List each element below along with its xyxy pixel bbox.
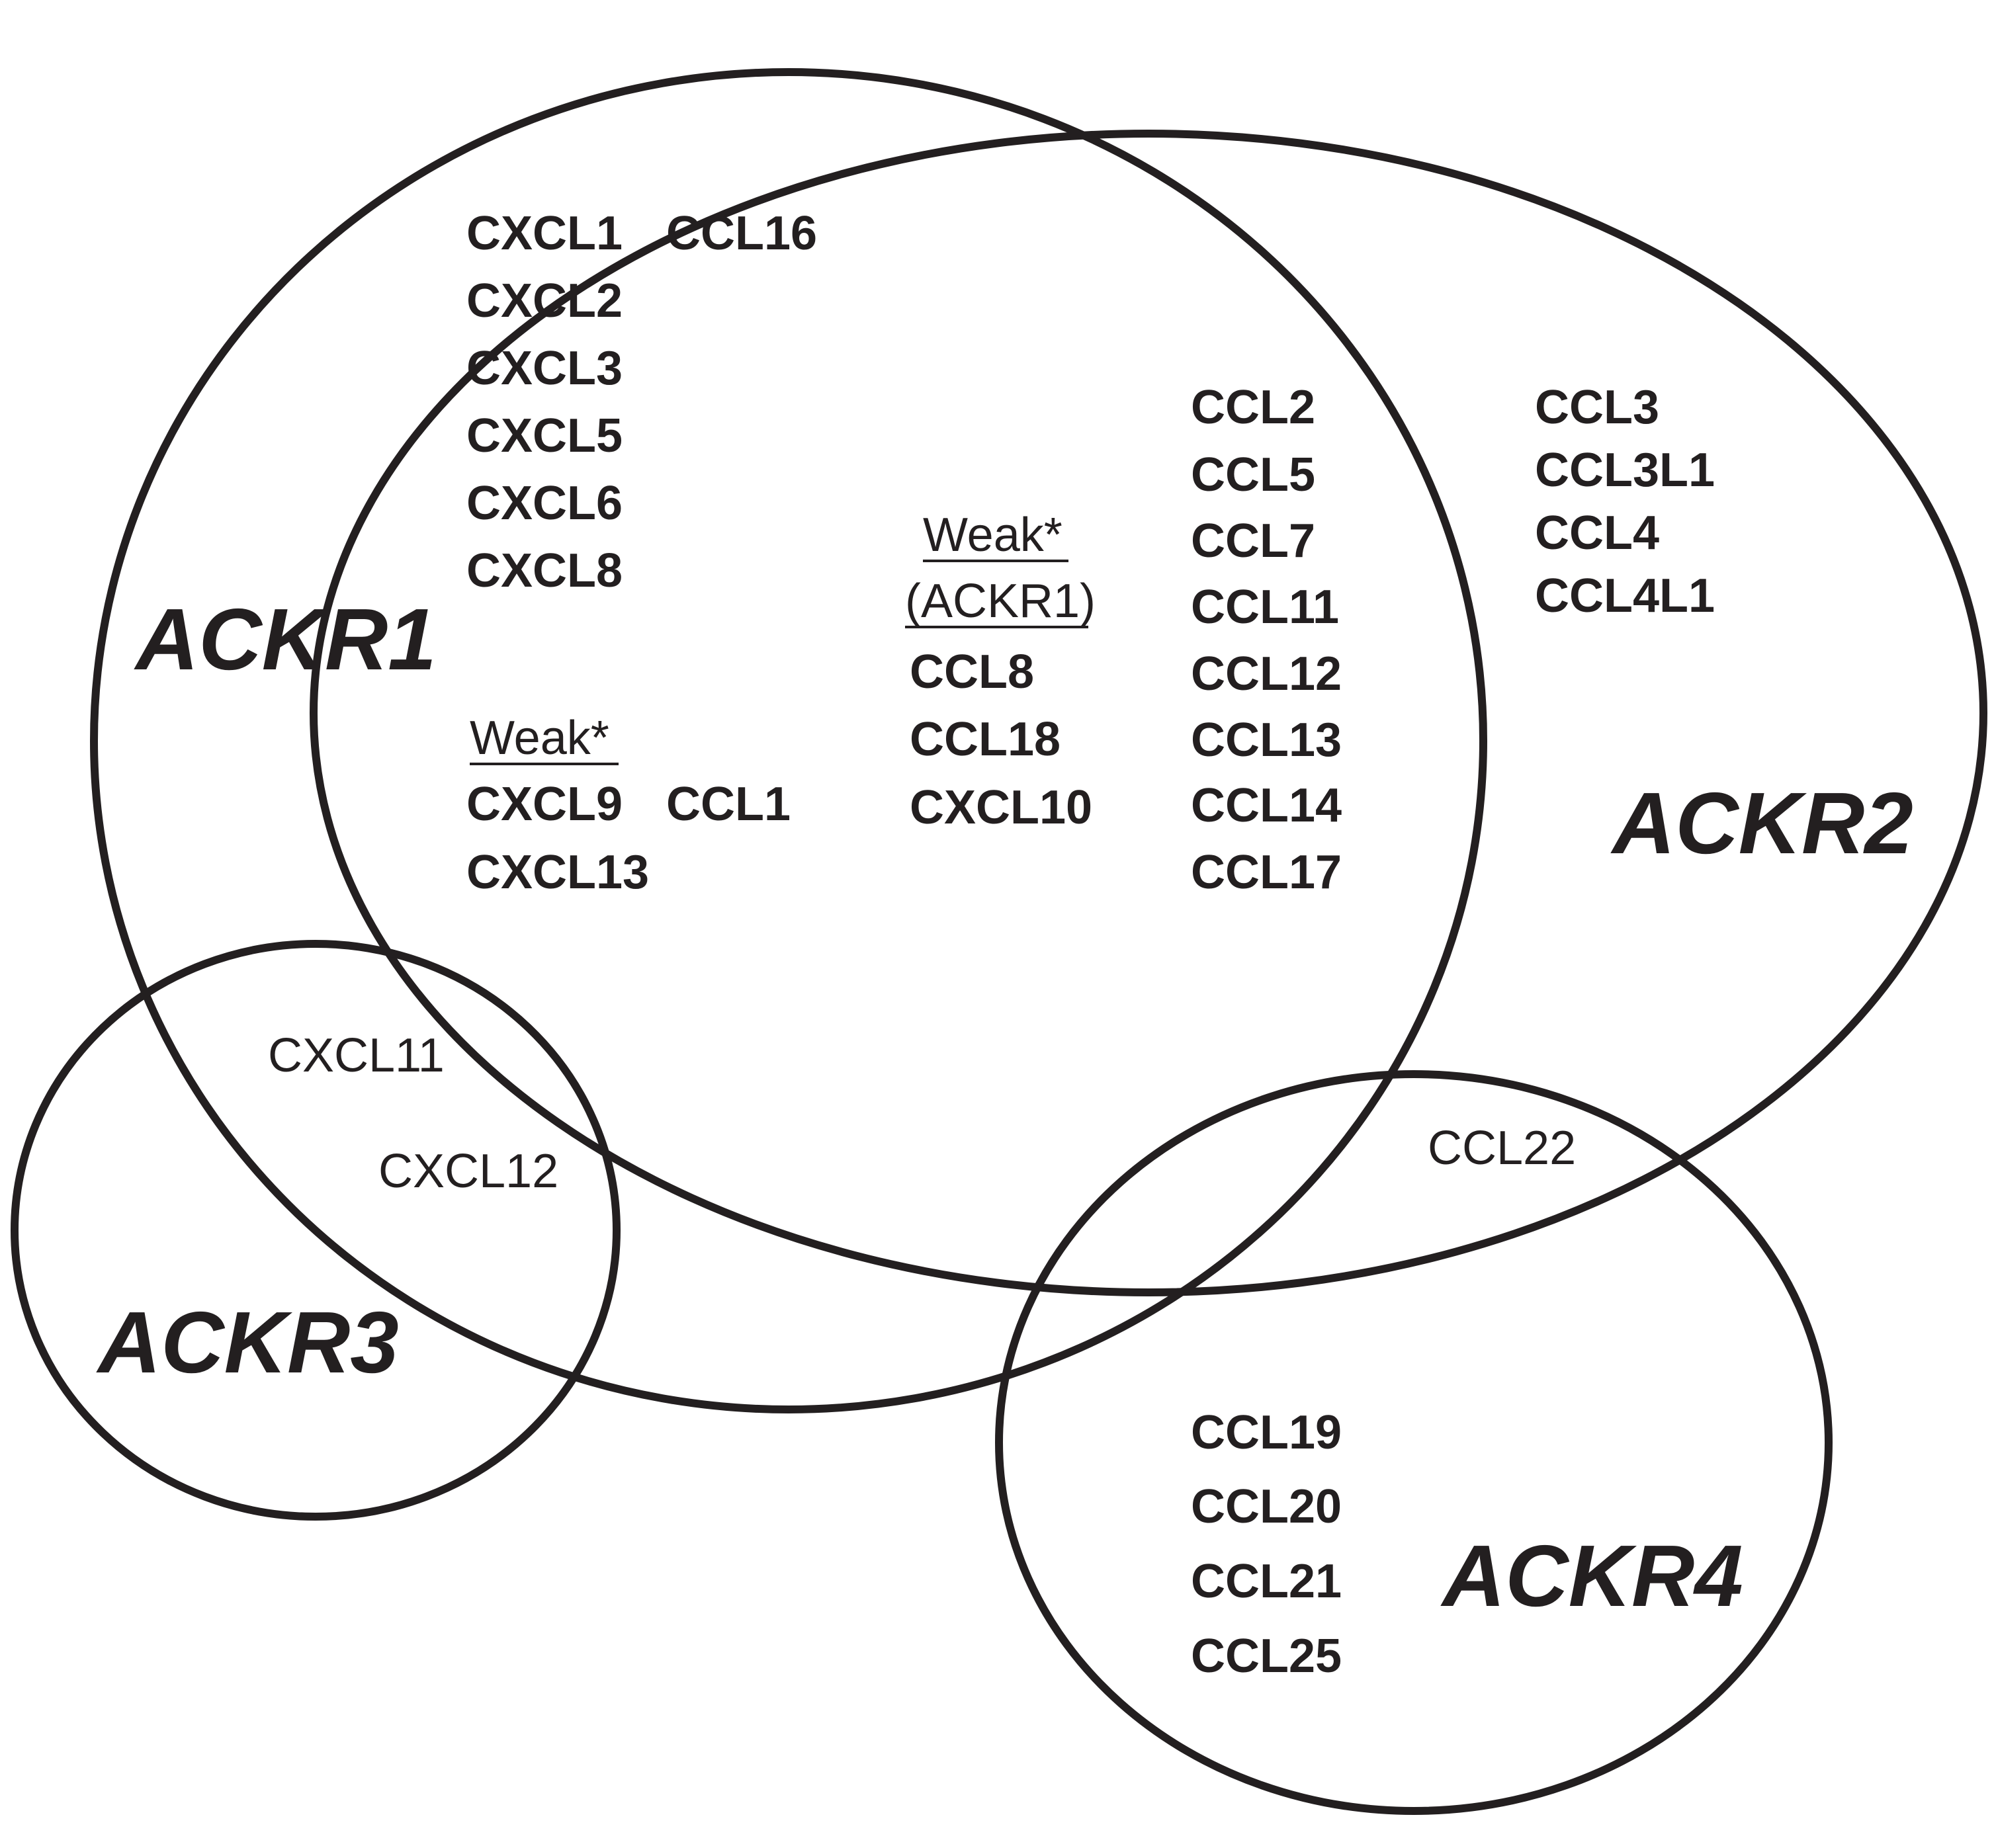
chemokine-label: CXCL6 [466,477,623,530]
weak-header: Weak* [923,509,1063,562]
chemokine-label: CXCL12 [378,1145,558,1198]
chemokine-label: CCL21 [1191,1555,1342,1608]
chemokine-label: CCL17 [1191,846,1342,899]
chemokine-label: CXCL13 [466,846,649,899]
chemokine-label: CCL1 [666,778,791,831]
chemokine-label: CCL8 [910,646,1034,698]
ackr2-label: ACKR2 [1610,775,1913,872]
ackr1-only-group: CXCL1 CXCL2 CXCL3 CXCL5 CXCL6 CXCL8 CCL1… [466,207,817,899]
ackr3-circle [11,940,621,1521]
chemokine-label: CXCL2 [466,274,623,327]
ackr1-ackr3-group: CXCL11 CXCL12 [268,1029,558,1198]
chemokine-label: CCL5 [1191,448,1315,501]
ackr2-only-group: CCL3 CCL3L1 CCL4 CCL4L1 [1535,381,1715,622]
chemokine-label: CXCL1 [466,207,623,260]
chemokine-label: CCL14 [1191,779,1342,832]
chemokine-label: CXCL11 [268,1029,445,1082]
ackr3-label: ACKR3 [96,1294,399,1391]
ackr1-label: ACKR1 [134,591,437,688]
chemokine-label: CCL2 [1191,381,1315,434]
ackr1-circle [90,68,1487,1413]
chemokine-label: CCL12 [1191,648,1342,700]
chemokine-label: CCL19 [1191,1406,1342,1459]
chemokine-label: CXCL9 [466,778,623,831]
chemokine-label: CCL22 [1428,1122,1576,1175]
chemokine-label: CXCL5 [466,409,623,462]
ackr4-only-group: CCL19 CCL20 CCL21 CCL25 [1191,1406,1342,1683]
chemokine-label: CXCL3 [466,342,623,395]
chemokine-label: CCL16 [666,207,817,260]
ackr2-ackr4-group: CCL22 [1428,1122,1576,1175]
weak-header: Weak* [470,712,609,765]
chemokine-label: CCL20 [1191,1480,1342,1533]
chemokine-label: CCL18 [910,713,1061,766]
chemokine-label: CCL11 [1191,581,1339,634]
ackr2-circle [310,130,1987,1296]
chemokine-label: CCL3L1 [1535,444,1715,497]
chemokine-label: CCL3 [1535,381,1659,434]
chemokine-label: CCL13 [1191,714,1342,767]
chemokine-label: CXCL10 [910,781,1092,834]
ackr4-circle [995,1070,1833,1815]
chemokine-label: CCL4L1 [1535,569,1715,622]
ackr1-ackr2-group: Weak* (ACKR1) CCL8 CCL18 CXCL10 CCL2 CCL… [905,381,1342,899]
chemokine-label: CCL25 [1191,1630,1342,1683]
chemokine-label: CXCL8 [466,544,623,597]
chemokine-label: CCL7 [1191,515,1315,567]
ackr4-label: ACKR4 [1440,1527,1743,1624]
chemokine-label: CCL4 [1535,507,1659,560]
weak-subheader: (ACKR1) [905,575,1096,628]
